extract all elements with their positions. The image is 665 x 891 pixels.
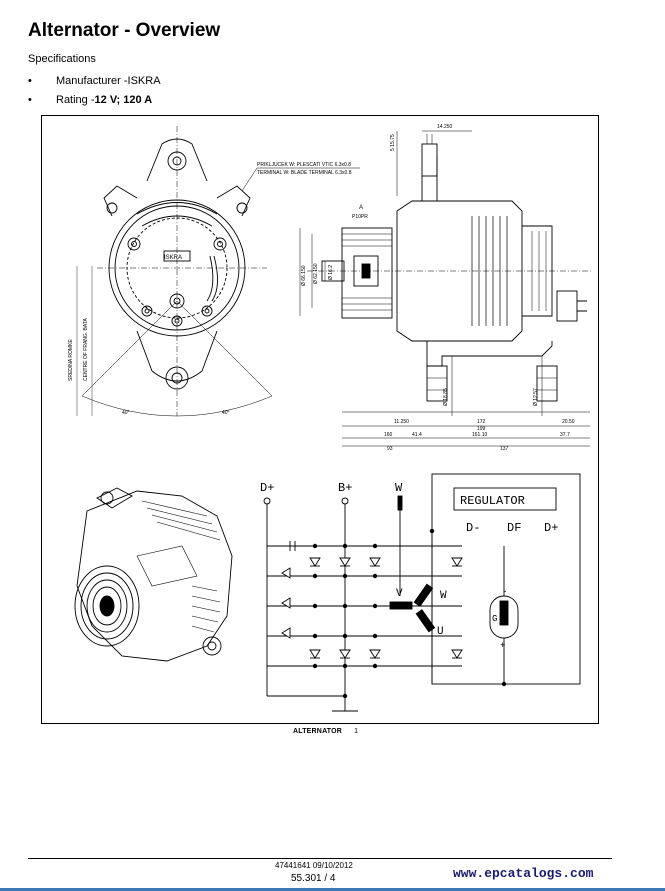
dim-b2-3: 172: [477, 419, 486, 425]
spec-item-rating: • Rating - 12 V; 120 A: [28, 90, 161, 109]
detail-label: P10PR: [352, 214, 368, 220]
badge-text: ISKRA: [164, 255, 182, 261]
phase-v: V: [396, 588, 403, 600]
dim-b2-6: 37.7: [560, 432, 570, 438]
isometric-view: [74, 487, 233, 662]
spec-list: • Manufacturer - ISKRA • Rating - 12 V; …: [28, 71, 161, 109]
phase-u: U: [437, 626, 444, 638]
terminal-w: W: [395, 481, 403, 495]
side-text-1: SREDINA ROMKE: [68, 339, 74, 381]
watermark: www.epcatalogs.com: [453, 866, 594, 881]
dim-vertical-2: Ø 62.150: [313, 263, 319, 284]
side-view: [299, 130, 592, 447]
reg-terminal-df: DF: [507, 521, 521, 535]
alternator-drawing: PRIKLJUCEK W: PLESCATI VTIC 6.3x0.8 TERM…: [68, 124, 592, 712]
note-1: PRIKLJUCEK W: PLESCATI VTIC 6.3x0.8: [257, 162, 351, 168]
dim-b2-4: 199: [477, 426, 486, 432]
schematic-labels: REGULATOR D+ B+ W D- DF D+ V W U G - +: [260, 481, 558, 651]
regulator-label: REGULATOR: [460, 494, 525, 508]
spec-value: ISKRA: [127, 74, 161, 87]
dim-b1-3: Ø 12.57: [533, 388, 539, 406]
spec-value: 12 V; 120 A: [94, 93, 153, 106]
dim-top-1: 14.250: [437, 124, 453, 130]
footer-page-ref: 55.301 / 4: [291, 873, 336, 884]
field-minus: -: [502, 587, 507, 597]
dim-b2-1: 160: [384, 432, 393, 438]
caption-text: ALTERNATOR: [293, 728, 343, 735]
note-2: TERMINAL W: BLADE TERMINAL 6.3x0.8: [257, 170, 352, 176]
schematic: [263, 473, 581, 712]
side-view-labels: A P10PR Ø 66.150 Ø 62.150 Ø 16.2 14.250 …: [301, 124, 575, 452]
dim-b3-1: 93: [387, 446, 393, 452]
field-label: G: [492, 614, 497, 624]
phase-w: W: [440, 590, 447, 602]
side-text-2: CENTRE OF FRANG. BATA: [83, 317, 89, 381]
dim-vertical-3: Ø 16.2: [328, 265, 334, 280]
terminal-dplus: D+: [260, 481, 274, 495]
angle-left: 40°: [122, 410, 130, 416]
dim-b1-2: Ø 18.85: [443, 388, 449, 406]
bullet-icon: •: [28, 74, 32, 87]
dim-b2-2: 41.4: [412, 432, 422, 438]
bottom-accent-bar: [0, 888, 665, 891]
caption-number: 1: [354, 728, 359, 735]
section-label: A: [359, 205, 363, 211]
dim-b1-1: 11.250: [394, 419, 409, 425]
spec-label: Manufacturer -: [56, 74, 128, 87]
spec-label: Rating -: [56, 93, 95, 106]
footer-divider: [28, 858, 612, 859]
dim-vertical-1: Ø 66.150: [301, 265, 307, 286]
figure-caption: ALTERNATOR 1: [293, 728, 358, 735]
front-view-labels: PRIKLJUCEK W: PLESCATI VTIC 6.3x0.8 TERM…: [68, 162, 352, 416]
reg-terminal-dplus: D+: [544, 521, 558, 535]
field-plus: +: [500, 641, 505, 651]
alternator-figure: PRIKLJUCEK W: PLESCATI VTIC 6.3x0.8 TERM…: [41, 115, 599, 724]
dim-top-2: 5 15.75: [390, 134, 396, 151]
front-view: [76, 126, 360, 417]
dim-b3-2: 137: [500, 446, 509, 452]
footer-doc-date: 47441641 09/10/2012: [275, 861, 353, 870]
spec-item-manufacturer: • Manufacturer - ISKRA: [28, 71, 161, 90]
section-heading: Specifications: [28, 53, 96, 65]
reg-terminal-dminus: D-: [466, 521, 480, 535]
dim-b1-4: 20.50: [562, 419, 575, 425]
terminal-bplus: B+: [338, 481, 352, 495]
page-title: Alternator - Overview: [28, 20, 221, 41]
dim-b2-5: 161.10: [472, 432, 488, 438]
angle-right: 40°: [222, 410, 230, 416]
bullet-icon: •: [28, 93, 32, 106]
